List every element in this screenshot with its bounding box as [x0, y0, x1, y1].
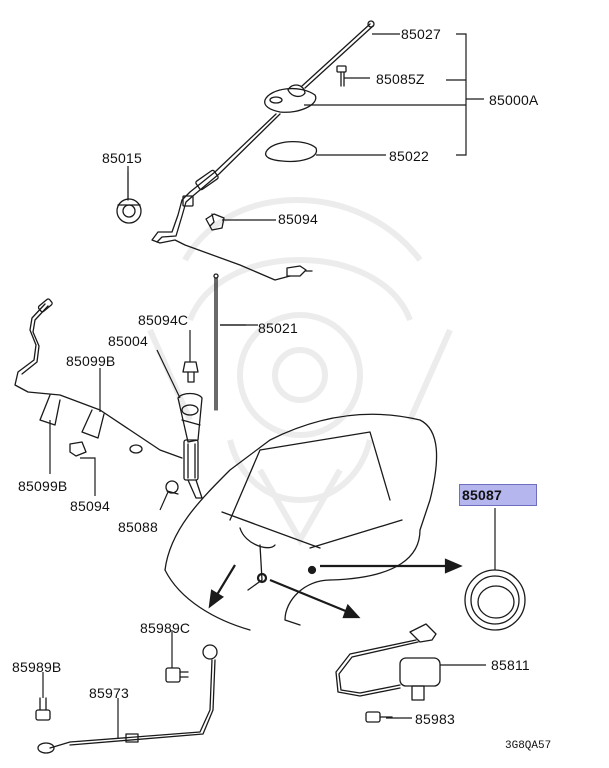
label-85811[interactable]: 85811	[491, 657, 530, 673]
label-85088[interactable]: 85088	[118, 519, 158, 535]
antenna-mast	[301, 20, 375, 89]
clip-85094-lower	[69, 441, 87, 457]
clip-85094-upper	[205, 213, 225, 231]
grommet-85088	[165, 480, 179, 495]
vehicle-outline	[164, 413, 438, 631]
label-85989c[interactable]: 85989C	[140, 620, 191, 636]
leader-lines	[42, 33, 496, 738]
watermark-emblem	[147, 197, 453, 547]
rod-85021	[213, 273, 219, 411]
label-85973[interactable]: 85973	[89, 685, 129, 701]
label-85015[interactable]: 85015	[102, 150, 142, 166]
label-85085z[interactable]: 85085Z	[376, 71, 425, 87]
label-85989b[interactable]: 85989B	[12, 659, 62, 675]
feeder-cable	[151, 113, 313, 281]
label-85027[interactable]: 85027	[401, 26, 441, 42]
bolt-85989c	[165, 667, 189, 683]
label-85022[interactable]: 85022	[389, 148, 429, 164]
bolt-85085z	[336, 65, 347, 87]
label-85099b-lower[interactable]: 85099B	[18, 478, 68, 494]
fender-grommet	[464, 569, 526, 631]
label-85087[interactable]: 85087	[462, 487, 502, 503]
ground-strap	[37, 644, 218, 754]
label-85000a[interactable]: 85000A	[489, 92, 539, 108]
switch-assembly	[335, 623, 441, 701]
antenna-base	[264, 84, 317, 113]
location-arrows	[208, 558, 463, 619]
label-85983[interactable]: 85983	[415, 711, 455, 727]
label-85021[interactable]: 85021	[258, 320, 298, 336]
motor-cable	[14, 298, 183, 459]
clip-85094c	[182, 361, 199, 383]
gasket	[264, 141, 318, 163]
highlight-box	[459, 484, 537, 506]
bolt-85989b	[35, 697, 51, 721]
label-85094c[interactable]: 85094C	[138, 312, 189, 328]
bolt-85983	[365, 711, 393, 723]
label-85004[interactable]: 85004	[108, 333, 148, 349]
diagram-code: 3G8QA57	[505, 740, 552, 752]
grommet-85015	[116, 171, 142, 224]
label-85094-lower[interactable]: 85094	[70, 498, 110, 514]
label-85099b-upper[interactable]: 85099B	[66, 353, 116, 369]
motor-assembly	[177, 392, 203, 499]
label-85094-upper[interactable]: 85094	[278, 211, 318, 227]
